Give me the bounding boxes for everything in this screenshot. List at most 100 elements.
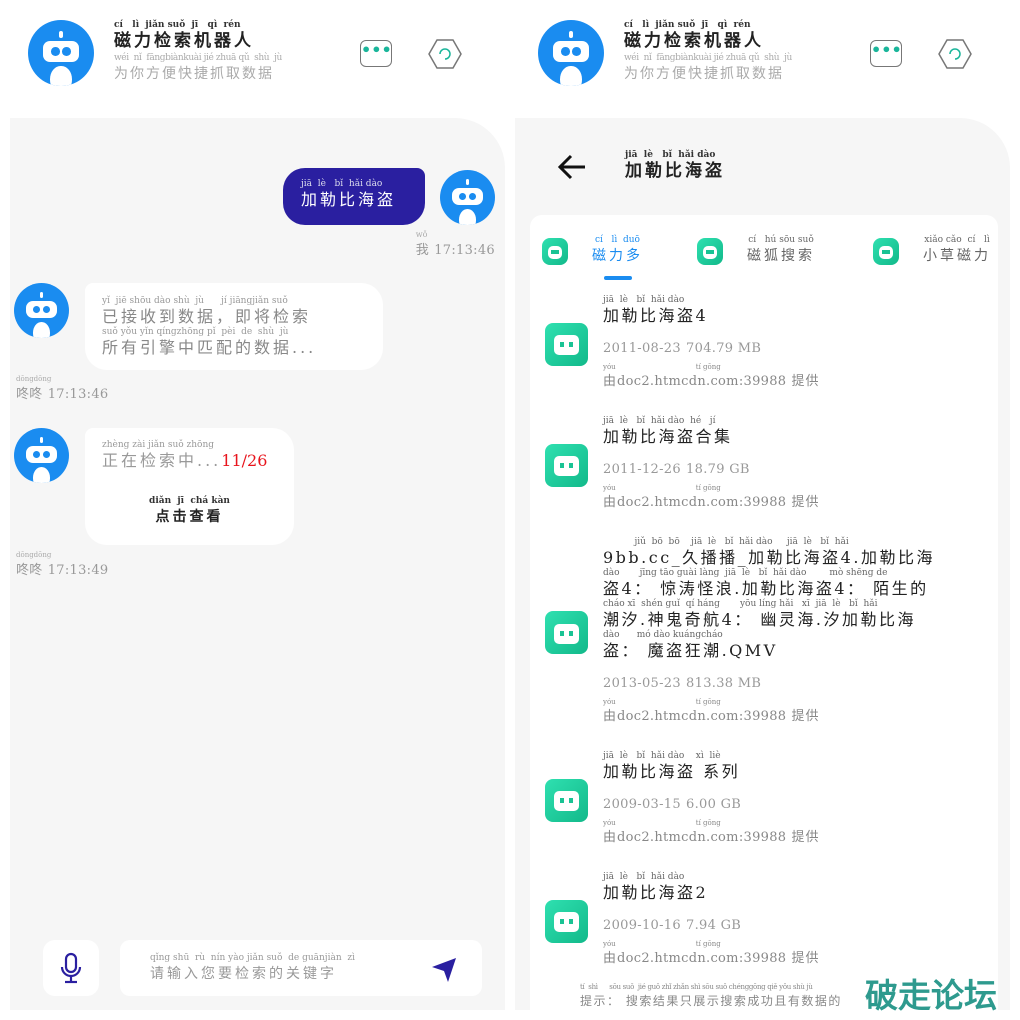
user-name-pinyin: wǒ — [415, 230, 428, 239]
tip-text: 提示： 搜索结果只展示搜索成功且有数据的 — [580, 994, 842, 1008]
tab-1[interactable]: cí hú sōu suǒ 磁狐搜索 — [697, 233, 857, 267]
bot-message-time: 17:13:49 — [47, 563, 109, 578]
tab-label: 小草磁力 — [923, 248, 991, 264]
bot-message-bubble: yǐ jiē shōu dào shù jù jí jiāngjiǎn suǒ … — [85, 283, 383, 370]
result-title-line: 潮汐.神鬼奇航4： 幽灵海.汐加勒比海 — [603, 610, 916, 629]
search-input-placeholder: 请输入您要检索的关键字 — [150, 966, 337, 982]
result-title-line: 加勒比海盗2 — [603, 883, 709, 902]
bot-name-pinyin: dōngdōng — [16, 375, 52, 383]
close-capsule-icon[interactable] — [428, 38, 462, 70]
user-message-meta: wǒ 我 17:13:46 — [416, 230, 495, 258]
bot-message-meta: dōngdōng 咚咚 17:13:49 — [16, 551, 109, 578]
result-source-host: doc2.htmcdn.com:39988 — [617, 830, 787, 845]
bot-logo-avatar — [28, 20, 94, 86]
bot-avatar — [14, 428, 69, 483]
back-arrow-icon[interactable] — [557, 153, 589, 181]
result-title-line: 盗： 魔盗狂潮.QMV — [603, 641, 778, 660]
tab-pinyin: xiǎo cǎo cí lì — [924, 235, 990, 245]
search-input[interactable]: qǐng shū rù nín yào jiǎn suǒ de guānjiàn… — [120, 940, 482, 996]
close-capsule-icon[interactable] — [938, 38, 972, 70]
result-title-pinyin: jiā lè bǐ hǎi dào hé jí — [603, 416, 716, 426]
app-subtitle-text: 为你方便快捷抓取数据 — [624, 66, 784, 82]
user-message-bubble: jiā lè bǐ hǎi dào 加勒比海盗 — [283, 168, 425, 225]
result-source-pinyin: yóu tí gōng — [603, 698, 721, 706]
result-title-line: 加勒比海盗4 — [603, 306, 709, 325]
user-name: 我 — [415, 243, 430, 258]
progress-pinyin: zhèng zài jiǎn suǒ zhōng — [102, 440, 215, 450]
app-title-pinyin: cí lì jiǎn suǒ jī qì rén — [624, 20, 751, 30]
result-source-host: doc2.htmcdn.com:39988 — [617, 951, 787, 966]
voice-input-button[interactable] — [43, 940, 99, 996]
result-date: 2009-03-15 — [603, 797, 681, 812]
tab-pinyin: cí lì duō — [595, 235, 640, 245]
bot-logo-avatar — [538, 20, 604, 86]
bot-avatar — [14, 283, 69, 338]
progress-text: 正在检索中... — [102, 451, 222, 470]
result-source-icon — [545, 778, 588, 822]
tab-label: 磁力多 — [592, 248, 643, 264]
bot-name: 咚咚 — [16, 387, 43, 402]
progress-count: 11/26 — [221, 451, 268, 470]
bot-message-line: 所有引擎中匹配的数据... — [102, 338, 317, 357]
user-message-time: 17:13:46 — [434, 243, 495, 258]
more-menu-icon[interactable]: ••• — [360, 40, 392, 67]
result-date: 2011-08-23 — [603, 341, 681, 356]
result-date: 2009-10-16 — [603, 918, 681, 933]
result-item[interactable]: jiǔ bō bō jiā lè bǐ hǎi dào jiā lè bǐ hǎ… — [530, 537, 998, 727]
bot-name-pinyin: dōngdōng — [16, 551, 52, 559]
bot-progress-bubble: zhèng zài jiǎn suǒ zhōng 正在检索中...11/26 d… — [85, 428, 294, 545]
result-size: 7.94 GB — [686, 918, 742, 933]
result-source-icon — [545, 443, 588, 487]
user-message-pinyin: jiā lè bǐ hǎi dào — [301, 179, 383, 189]
send-icon[interactable] — [430, 955, 458, 983]
tab-source-icon — [542, 238, 568, 265]
view-results-link[interactable]: diǎn jī chá kàn 点击查看 — [85, 496, 294, 527]
result-title-line: 9bb.cc_久播播_加勒比海盗4.加勒比海 — [603, 548, 935, 567]
tab-2[interactable]: xiǎo cǎo cí lì 小草磁力 — [873, 233, 998, 267]
user-message-text: 加勒比海盗 — [301, 190, 397, 209]
result-source-suffix: 提供 — [791, 709, 820, 724]
result-size: 18.79 GB — [686, 462, 750, 477]
result-source-pinyin: yóu tí gōng — [603, 940, 721, 948]
app-subtitle-text: 为你方便快捷抓取数据 — [114, 66, 274, 82]
bot-name: 咚咚 — [16, 563, 43, 578]
bot-message-pinyin: suǒ yǒu yǐn qíngzhōng pǐ pèi de shù jù — [102, 327, 289, 337]
results-title: jiā lè bǐ hǎi dào 加勒比海盗 — [625, 150, 725, 181]
result-title-pinyin: dào mó dào kuángcháo — [603, 630, 723, 640]
results-title-text: 加勒比海盗 — [625, 161, 725, 181]
result-source-prefix: 由 — [603, 951, 618, 966]
app-title-text: 磁力检索机器人 — [624, 31, 764, 51]
user-avatar — [440, 170, 495, 225]
result-size: 6.00 GB — [686, 797, 742, 812]
microphone-icon — [60, 952, 82, 984]
result-source-icon — [545, 611, 588, 654]
result-date: 2011-12-26 — [603, 462, 681, 477]
app-title: cí lì jiǎn suǒ jī qì rén 磁力检索机器人 wéi nǐ … — [114, 20, 282, 84]
result-source-pinyin: yóu tí gōng — [603, 819, 721, 827]
result-source-pinyin: yóu tí gōng — [603, 363, 721, 371]
view-results-label: 点击查看 — [155, 509, 224, 525]
result-source-suffix: 提供 — [791, 495, 820, 510]
app-subtitle-pinyin: wéi nǐ fāngbiànkuài jié zhuā qǔ shù jù — [114, 53, 282, 63]
result-source-suffix: 提供 — [791, 951, 820, 966]
result-title-pinyin: jiǔ bō bō jiā lè bǐ hǎi dào jiā lè bǐ hǎ… — [603, 537, 849, 547]
results-card: cí lì duō 磁力多 cí hú sōu suǒ 磁狐搜索 xiǎo cǎ… — [530, 215, 998, 1010]
tab-label: 磁狐搜索 — [747, 248, 815, 264]
active-tab-indicator — [604, 276, 632, 280]
tab-0[interactable]: cí lì duō 磁力多 — [542, 233, 702, 267]
result-title-line: 加勒比海盗 系列 — [603, 762, 741, 781]
more-menu-icon[interactable]: ••• — [870, 40, 902, 67]
result-title-pinyin: jiā lè bǐ hǎi dào xì liè — [603, 751, 721, 761]
result-size: 813.38 MB — [686, 676, 762, 691]
results-title-pinyin: jiā lè bǐ hǎi dào — [625, 150, 716, 160]
app-title-pinyin: cí lì jiǎn suǒ jī qì rén — [114, 20, 241, 30]
result-source-suffix: 提供 — [791, 374, 820, 389]
result-source-prefix: 由 — [603, 495, 618, 510]
tab-source-icon — [873, 238, 899, 265]
tip-pinyin: tí shì sōu suǒ jié guǒ zhǐ zhǎn shì sōu … — [580, 983, 813, 991]
result-source-prefix: 由 — [603, 709, 618, 724]
